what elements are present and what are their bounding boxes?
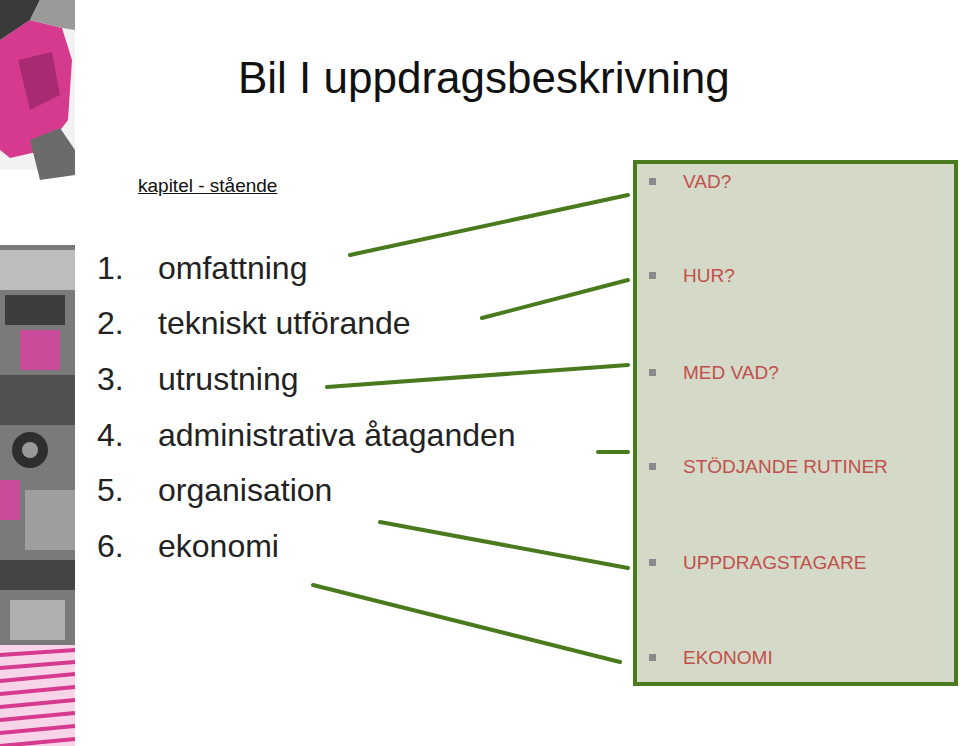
leader-line [350, 195, 628, 255]
leader-line [598, 450, 628, 454]
bullet-item: MED VAD? [649, 362, 779, 385]
bullet-item: UPPDRAGSTAGARE [649, 552, 866, 575]
bullet-item: EKONOMI [649, 647, 773, 670]
list-item: omfattning [158, 249, 307, 287]
leader-line [482, 280, 628, 318]
list-number: 3. [97, 360, 124, 398]
leader-line [313, 585, 620, 662]
list-number: 2. [97, 304, 124, 342]
pink-stripes [0, 645, 75, 746]
leader-line [380, 522, 628, 568]
list-number: 1. [97, 249, 124, 287]
list-item: utrustning [158, 360, 299, 398]
list-item: tekniskt utförande [158, 304, 411, 342]
bullet-item: VAD? [649, 171, 731, 194]
list-number: 4. [97, 416, 124, 454]
list-item: ekonomi [158, 527, 279, 565]
chapter-subtitle: kapitel - stående [138, 175, 277, 198]
bullet-item: HUR? [649, 265, 735, 288]
list-number: 5. [97, 471, 124, 509]
list-item: organisation [158, 471, 332, 509]
leader-line [327, 365, 628, 387]
bullet-item: STÖDJANDE RUTINER [649, 456, 888, 479]
list-item: administrativa åtaganden [158, 416, 516, 454]
glove-photo [0, 0, 75, 180]
list-number: 6. [97, 527, 124, 565]
bullet-panel: VAD? HUR? MED VAD? STÖDJANDE RUTINER UPPDRAG… [633, 160, 958, 686]
slide-title: Bil I uppdragsbeskrivning [238, 52, 730, 105]
collage-strip [0, 245, 75, 645]
